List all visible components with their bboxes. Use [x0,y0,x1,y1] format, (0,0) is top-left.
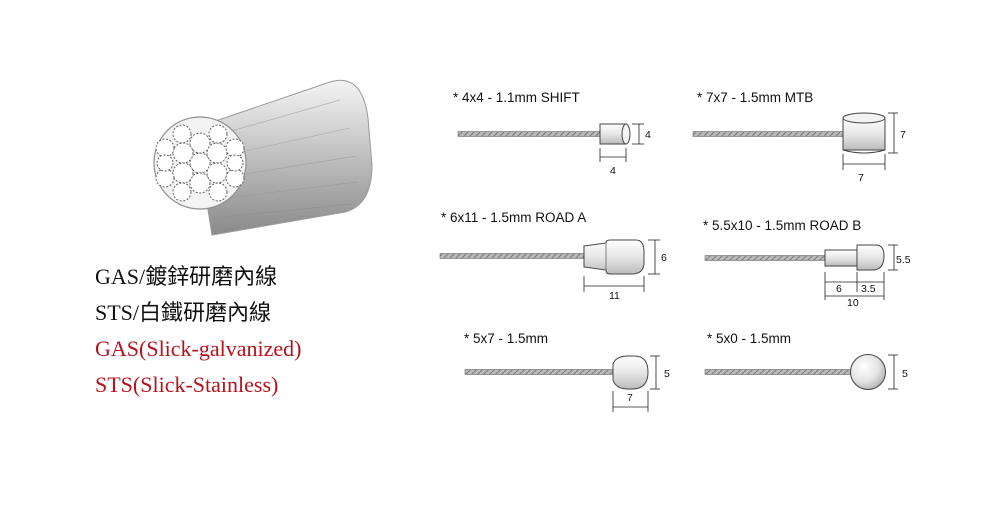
road-a-barrel-icon [583,239,645,275]
cable-end-pear: * 5x7 - 1.5mm 5 7 [464,331,670,412]
cable-end-ball-dim-height: 5 [902,368,908,380]
legend-line-sts-en: STS(Slick-Stainless) [95,372,279,397]
cable-end-road-a-caption: * 6x11 - 1.5mm ROAD A [441,210,586,225]
road-b-stepped-icon [824,244,885,271]
cable-end-shift-dim-height: 4 [645,129,651,141]
cable-end-road-a: * 6x11 - 1.5mm ROAD A 6 11 [439,210,667,302]
pear-head-icon [612,355,649,390]
legend-line-sts-cn: STS/白鐵研磨內線 [95,300,272,325]
cable-end-mtb-caption: * 7x7 - 1.5mm MTB [697,90,813,105]
ball-head-icon [850,354,886,390]
stranded-cable-illustration [153,79,373,236]
cable-end-shift: * 4x4 - 1.1mm SHIFT 4 4 [453,90,651,177]
cable-end-road-a-wire [439,253,585,259]
cable-end-ball: * 5x0 - 1.5mm 5 [704,331,908,390]
cable-end-pear-caption: * 5x7 - 1.5mm [464,331,548,346]
cable-end-road-a-dim-height: 6 [661,252,667,264]
cable-end-mtb-dim-length: 7 [858,172,864,184]
cable-end-mtb: * 7x7 - 1.5mm MTB 7 7 [692,90,906,184]
shift-cylinder-icon [599,123,631,145]
cable-end-pear-dim-height: 5 [664,368,670,380]
cable-end-mtb-dim-height: 7 [900,129,906,141]
cable-end-shift-caption: * 4x4 - 1.1mm SHIFT [453,90,580,105]
cable-end-mtb-wire [692,131,844,137]
cable-end-road-b-dim-shank: 6 [836,283,842,295]
cable-end-road-a-dim-length: 11 [609,290,620,302]
cable-end-road-b-dim-height: 5.5 [896,254,911,266]
cable-end-road-b-dim-length: 10 [847,297,859,309]
legend-line-gas-en: GAS(Slick-galvanized) [95,336,302,361]
cable-end-ball-caption: * 5x0 - 1.5mm [707,331,791,346]
mtb-cylinder-icon [842,112,886,154]
cable-end-shift-wire [457,131,601,137]
cable-end-road-b: * 5.5x10 - 1.5mm ROAD B 5.5 6 3.5 10 [703,218,911,309]
legend-line-gas-cn: GAS/鍍鋅研磨內線 [95,264,278,289]
cable-end-ball-wire [704,369,852,375]
cable-end-pear-wire [464,369,614,375]
cable-end-road-b-dim-head: 3.5 [861,283,876,295]
cable-end-pear-dim-length: 7 [627,392,633,404]
material-legend: GAS/鍍鋅研磨內線 STS/白鐵研磨內線 GAS(Slick-galvaniz… [95,262,302,406]
cable-end-road-b-caption: * 5.5x10 - 1.5mm ROAD B [703,218,861,233]
cable-end-road-b-wire [704,255,826,261]
cable-end-shift-dim-length: 4 [610,165,616,177]
